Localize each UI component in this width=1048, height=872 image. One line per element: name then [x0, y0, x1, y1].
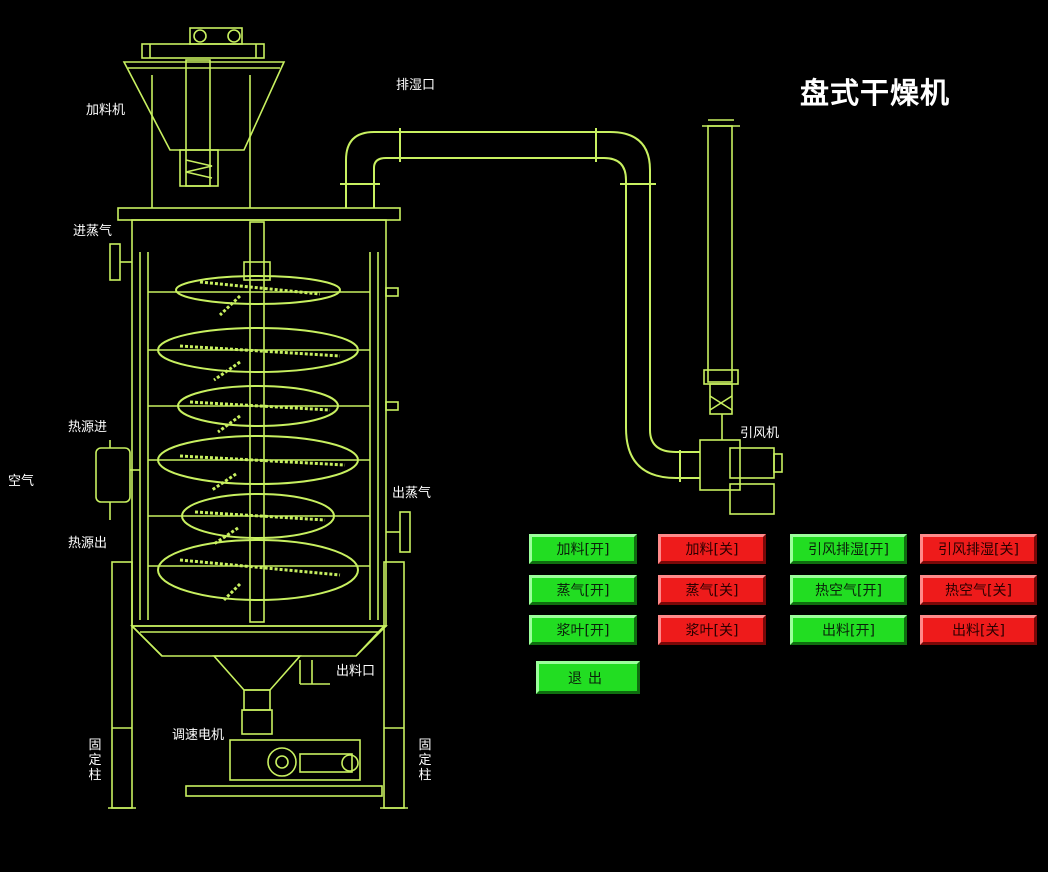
post-left-label: 固定柱: [88, 738, 102, 783]
discharge-on-button[interactable]: 出料[开]: [790, 615, 907, 645]
speed-motor: [185, 739, 383, 797]
page-title: 盘式干燥机: [800, 76, 951, 110]
support-posts: [108, 561, 408, 809]
fan-label: 引风机: [740, 426, 780, 441]
drying-vessel: [95, 207, 411, 627]
paddle-off-button[interactable]: 浆叶[关]: [658, 615, 766, 645]
feed-on-button[interactable]: 加料[开]: [529, 534, 637, 564]
fan-on-button[interactable]: 引风排湿[开]: [790, 534, 907, 564]
exhaust-label: 排湿口: [396, 78, 436, 93]
steam-in-label: 进蒸气: [73, 224, 113, 239]
post-right-label: 固定柱: [418, 738, 432, 783]
heat-in-label: 热源进: [68, 420, 108, 435]
discharge-off-button[interactable]: 出料[关]: [920, 615, 1037, 645]
hotair-on-button[interactable]: 热空气[开]: [790, 575, 907, 605]
steam-off-button[interactable]: 蒸气[关]: [658, 575, 766, 605]
steam-on-button[interactable]: 蒸气[开]: [529, 575, 637, 605]
feeder-drive: [141, 27, 265, 59]
exhaust-duct: [340, 128, 700, 482]
motor-label: 调速电机: [172, 728, 225, 743]
paddle-on-button[interactable]: 浆叶[开]: [529, 615, 637, 645]
fan-off-button[interactable]: 引风排湿[关]: [920, 534, 1037, 564]
drying-trays: [157, 275, 359, 602]
discharge-label: 出料口: [336, 664, 376, 679]
heat-out-label: 热源出: [68, 536, 108, 551]
feed-off-button[interactable]: 加料[关]: [658, 534, 766, 564]
feeder-label: 加料机: [86, 103, 126, 118]
discharge-cone: [130, 625, 388, 735]
air-label: 空气: [8, 474, 35, 489]
induced-fan: [699, 119, 783, 515]
hotair-off-button[interactable]: 热空气[关]: [920, 575, 1037, 605]
feed-hopper: [122, 59, 286, 208]
exit-button[interactable]: 退出: [536, 661, 640, 694]
steam-out-label: 出蒸气: [392, 486, 432, 501]
